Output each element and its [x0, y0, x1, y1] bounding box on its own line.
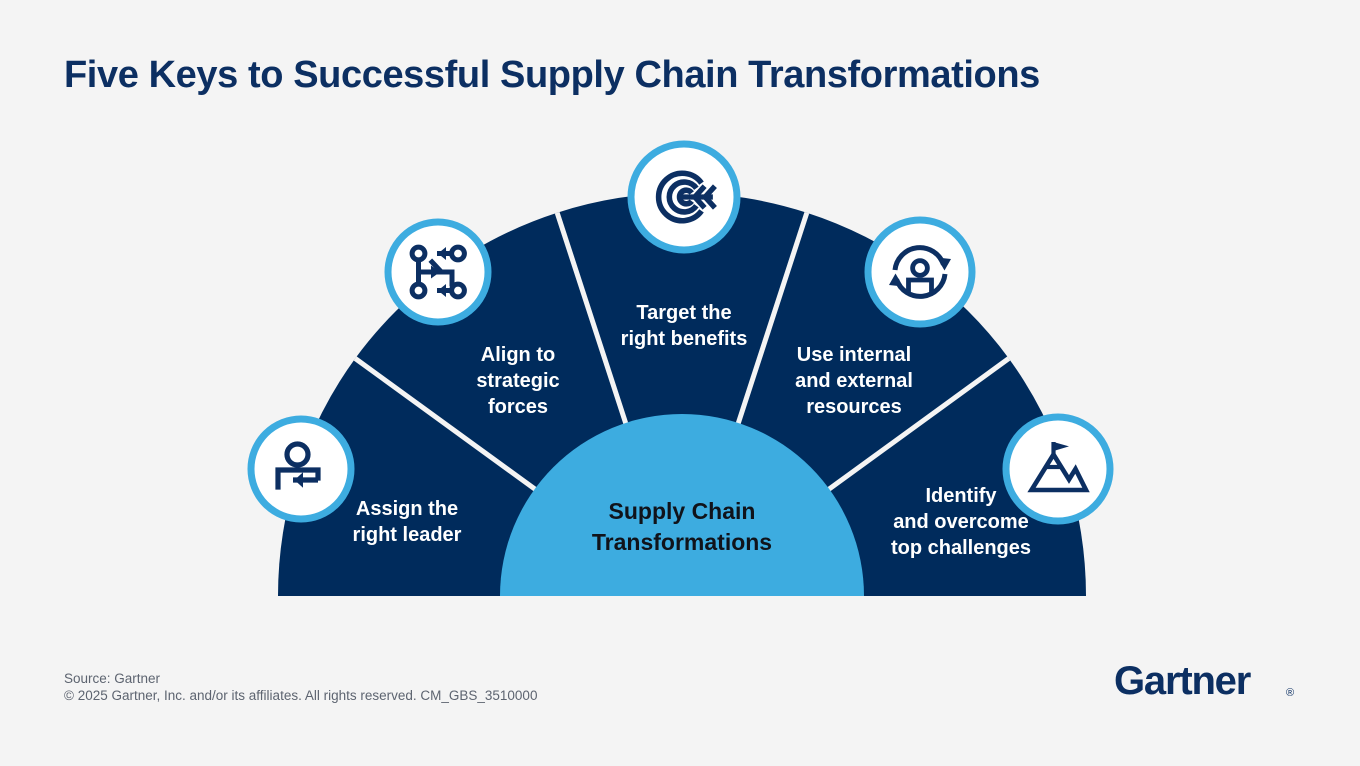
- gartner-logo-text: Gartner: [1114, 659, 1251, 703]
- icon-bubble-strategic-forces[interactable]: [384, 218, 492, 326]
- segment-3-line-2: right benefits: [621, 328, 748, 350]
- segment-5-line-1: Identify: [925, 485, 997, 507]
- segment-label-5: Identify and overcome top challenges: [891, 485, 1031, 559]
- segment-5-line-3: top challenges: [891, 537, 1031, 559]
- icon-bubble-ring-4: [864, 216, 976, 328]
- copyright-line: © 2025 Gartner, Inc. and/or its affiliat…: [64, 688, 538, 703]
- segment-2-line-2: strategic: [476, 370, 559, 392]
- segment-1-line-1: Assign the: [356, 498, 458, 520]
- icon-bubble-target-benefits[interactable]: [627, 140, 741, 254]
- icon-bubble-assign-leader[interactable]: [247, 415, 355, 523]
- segment-4-line-3: resources: [806, 396, 902, 418]
- segment-label-3: Target the right benefits: [621, 302, 748, 350]
- segment-label-2: Align to strategic forces: [476, 344, 559, 418]
- gartner-logo: Gartner ®: [1114, 659, 1294, 703]
- segment-wedge-3[interactable]: [557, 192, 807, 596]
- segment-2-line-1: Align to: [481, 344, 555, 366]
- segment-label-1: Assign the right leader: [353, 498, 462, 546]
- hub-label-line1: Supply Chain: [609, 498, 756, 524]
- hub-semicircle[interactable]: [500, 414, 864, 596]
- segment-3-line-1: Target the: [636, 302, 731, 324]
- segment-label-4: Use internal and external resources: [795, 344, 913, 418]
- wheel-group: Supply Chain Transformations Assign the …: [247, 140, 1114, 599]
- segment-2-line-3: forces: [488, 396, 548, 418]
- segment-4-line-1: Use internal: [797, 344, 911, 366]
- icon-bubble-internal-external-resources[interactable]: [864, 216, 976, 328]
- segment-4-line-2: and external: [795, 370, 913, 392]
- source-line: Source: Gartner: [64, 671, 161, 686]
- gartner-logo-registered-mark: ®: [1286, 687, 1294, 699]
- icon-bubble-top-challenges[interactable]: [1002, 413, 1114, 525]
- segment-1-line-2: right leader: [353, 524, 462, 546]
- hub-label-line2: Transformations: [592, 529, 772, 555]
- page-title: Five Keys to Successful Supply Chain Tra…: [64, 54, 1040, 96]
- footer-source-block: Source: Gartner © 2025 Gartner, Inc. and…: [64, 670, 537, 704]
- segment-5-line-2: and overcome: [893, 511, 1029, 533]
